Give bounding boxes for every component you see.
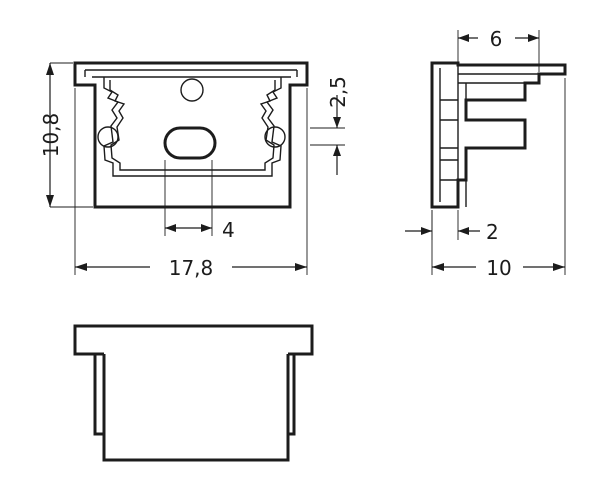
right-bump-circle <box>264 126 286 148</box>
side-view <box>430 61 567 209</box>
left-bump-circle <box>97 126 119 148</box>
top-bump-circle <box>180 78 204 102</box>
dim-side-width-label: 10 <box>486 256 511 280</box>
dim-side-wall-label: 2 <box>486 220 499 244</box>
dim-slot-label: 4 <box>222 218 235 242</box>
dim-height: 10,8 <box>39 62 93 208</box>
front-view-outline <box>73 61 309 209</box>
front-view-inner-profile-2 <box>109 80 276 171</box>
front-view-lip <box>84 69 298 78</box>
dim-side-top-label: 6 <box>490 27 503 51</box>
dim-slot: 4 <box>164 160 235 242</box>
dim-step: 2,5 <box>310 76 350 175</box>
center-slot <box>163 126 217 160</box>
bottom-view-outline <box>73 324 314 462</box>
side-view-outline <box>430 61 567 209</box>
front-view <box>73 61 309 209</box>
dim-side-wall: 2 <box>405 210 499 244</box>
dim-height-label: 10,8 <box>39 113 63 158</box>
side-view-inner-lines <box>439 65 539 202</box>
dim-side-width: 10 <box>431 78 566 280</box>
dim-step-label: 2,5 <box>326 76 350 108</box>
dim-width-label: 17,8 <box>169 256 214 280</box>
bottom-view <box>73 324 314 462</box>
dim-width: 17,8 <box>74 88 308 280</box>
dim-side-top: 6 <box>457 27 540 72</box>
side-view-notches <box>440 99 467 207</box>
bottom-view-inner <box>95 352 294 434</box>
front-view-inner-profile <box>103 77 282 177</box>
